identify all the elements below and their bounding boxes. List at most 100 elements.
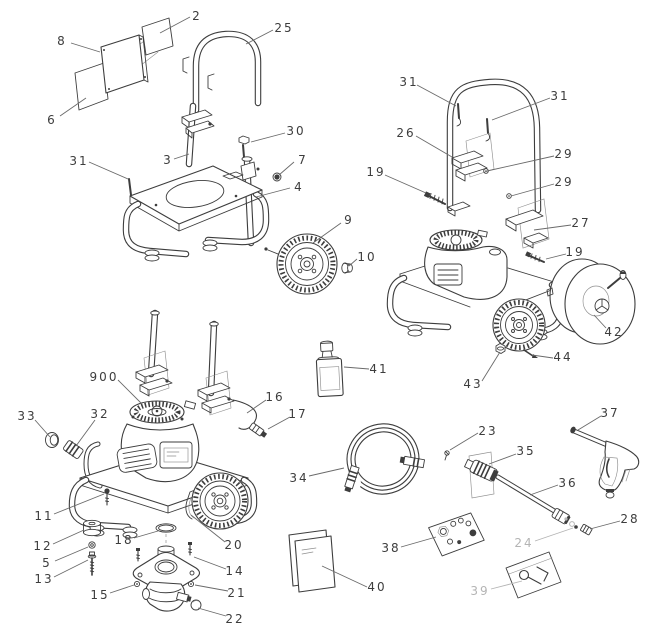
nut-part7	[272, 172, 282, 182]
wire-part16	[232, 399, 257, 430]
callout-44: 44	[553, 350, 572, 364]
callout-leader-9	[312, 222, 342, 244]
callout-41: 41	[369, 362, 388, 376]
nut-part43	[495, 343, 506, 354]
foot	[144, 249, 160, 262]
hose-reel	[546, 258, 636, 345]
bolt-part19b	[525, 251, 545, 263]
callout-39: 39	[470, 584, 489, 598]
callout-leader-27	[533, 224, 572, 231]
spacer-part12	[83, 519, 101, 537]
callout-leader-17	[267, 416, 291, 430]
callout-900: 900	[90, 370, 119, 384]
callout-leader-23	[449, 432, 479, 451]
panel-bracket-part27	[505, 198, 550, 249]
callout-19: 19	[366, 165, 385, 179]
hub-cap	[341, 262, 353, 274]
callout-7: 7	[298, 153, 308, 167]
callout-27: 27	[571, 216, 590, 230]
callout-leader-4	[255, 187, 291, 198]
callout-23: 23	[478, 424, 497, 438]
oring-kit	[428, 512, 485, 557]
callout-leader-34	[308, 467, 345, 477]
handle-lower-tube	[181, 102, 215, 168]
callout-leader-16	[246, 399, 267, 414]
callout-leader-2	[159, 16, 191, 34]
callout-leader-40	[321, 565, 368, 588]
callout-leader-31	[416, 84, 457, 107]
callout-12: 12	[33, 539, 52, 553]
support-tubes	[147, 309, 219, 397]
callout-leader-11	[53, 493, 105, 515]
callout-3: 3	[163, 153, 173, 167]
callout-leader-15	[109, 584, 135, 594]
callout-40: 40	[367, 580, 386, 594]
callout-leader-29	[486, 155, 555, 172]
callout-leader-35	[488, 453, 517, 465]
callout-31: 31	[550, 89, 569, 103]
callout-leader-36	[529, 484, 559, 496]
callout-leader-30	[250, 132, 286, 143]
bolt-part11	[104, 488, 110, 506]
callout-leader-42	[593, 314, 607, 329]
engine-900	[116, 400, 200, 483]
callout-35: 35	[516, 444, 535, 458]
washer-part21	[187, 580, 195, 588]
mounting-panels	[74, 17, 174, 111]
callout-leader-900	[117, 379, 143, 405]
pump-assembly	[132, 542, 202, 612]
callout-28: 28	[620, 512, 639, 526]
callout-20: 20	[224, 538, 243, 552]
callout-leader-6	[59, 97, 87, 117]
callout-31: 31	[69, 154, 88, 168]
callout-5: 5	[42, 556, 52, 570]
callout-leader-18	[133, 530, 159, 539]
fitting-part28	[580, 523, 593, 536]
manual	[288, 529, 336, 593]
high-pressure-hose	[343, 423, 425, 495]
callout-leader-20	[190, 514, 226, 543]
callout-8: 8	[57, 34, 67, 48]
callout-leader-43	[481, 351, 501, 382]
callout-16: 16	[265, 390, 284, 404]
callout-leader-3	[173, 153, 190, 160]
callout-leader-13	[53, 559, 89, 578]
screw-part14	[136, 542, 192, 562]
callout-leader-29	[510, 183, 555, 197]
callout-leader-8	[70, 42, 101, 53]
callout-42: 42	[604, 325, 623, 339]
oil-bottle	[315, 340, 344, 398]
callout-leader-33	[34, 419, 51, 438]
callout-leader-41	[343, 366, 370, 370]
unit-handle	[446, 78, 542, 214]
cart-frame-assembly	[74, 17, 353, 295]
callout-leader-19	[384, 174, 427, 194]
coupler-part32	[63, 440, 84, 459]
callout-leader-32	[75, 419, 96, 447]
tube-clamp	[135, 350, 173, 397]
callout-17: 17	[288, 407, 307, 421]
callout-21: 21	[227, 586, 246, 600]
callout-leader-12	[52, 529, 85, 545]
handle-tube	[182, 30, 262, 114]
muted-part24	[564, 517, 575, 527]
callout-leader-7	[278, 161, 295, 176]
bolt-part13	[87, 551, 97, 576]
callout-leader-38	[400, 536, 437, 548]
callout-leader-5	[54, 546, 89, 562]
bl-wheel	[185, 472, 249, 530]
callout-2: 2	[192, 9, 202, 23]
callout-leader-31	[88, 161, 129, 180]
callout-31: 31	[399, 75, 418, 89]
callout-22: 22	[225, 612, 244, 626]
callout-leader-24	[534, 527, 574, 542]
callout-30: 30	[286, 124, 305, 138]
callout-33: 33	[17, 409, 36, 423]
callout-34: 34	[289, 471, 308, 485]
adjustable-nozzle	[464, 458, 499, 482]
callout-38: 38	[381, 541, 400, 555]
callout-4: 4	[294, 180, 304, 194]
callout-leader-21	[194, 584, 229, 592]
